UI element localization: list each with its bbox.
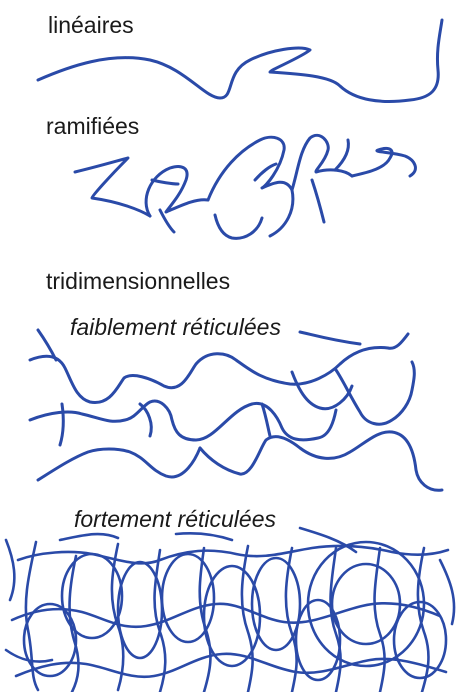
weakly-crosslinked-network [30, 330, 442, 490]
linear-chain [38, 20, 442, 101]
strongly-crosslinked-network [6, 528, 454, 692]
branched-chains [75, 135, 415, 238]
